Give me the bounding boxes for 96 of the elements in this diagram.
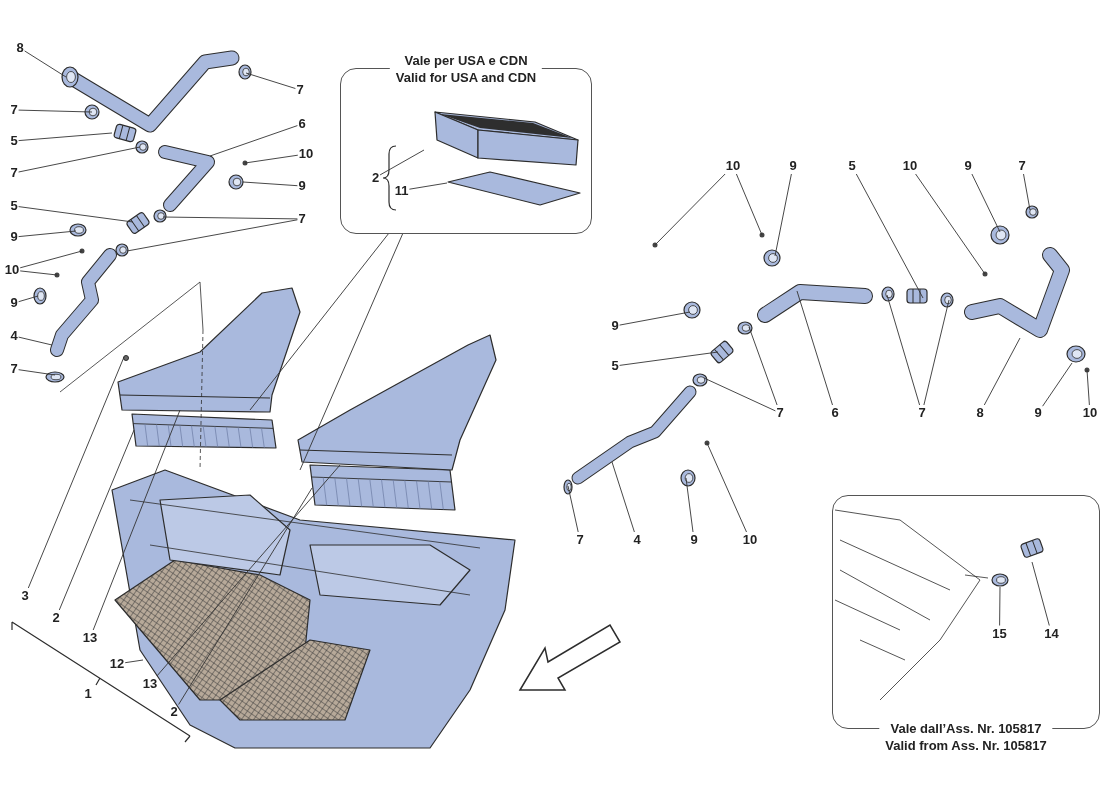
leader-line bbox=[178, 487, 313, 705]
leader-line bbox=[999, 586, 1001, 626]
leader-line bbox=[1086, 369, 1090, 406]
leader-line bbox=[156, 464, 341, 677]
callout-number: 13 bbox=[142, 677, 158, 691]
callout-number: 9 bbox=[1034, 406, 1042, 420]
callout-number: 2 bbox=[371, 170, 380, 185]
leader-line bbox=[162, 216, 298, 220]
leader-line bbox=[126, 219, 298, 252]
leader-line bbox=[18, 132, 113, 142]
leader-line bbox=[18, 369, 56, 376]
callout-number: 15 bbox=[992, 626, 1007, 641]
leader-line bbox=[1023, 173, 1031, 211]
leader-line bbox=[379, 149, 425, 176]
callout-number: 9 bbox=[10, 230, 18, 244]
leader-line bbox=[242, 181, 298, 187]
leader-line bbox=[735, 173, 763, 236]
leader-line bbox=[244, 154, 299, 164]
callout-number: 14 bbox=[1044, 626, 1059, 641]
leader-line bbox=[27, 356, 125, 589]
leader-line bbox=[706, 442, 747, 533]
leader-line bbox=[19, 270, 58, 276]
callout-number: 7 bbox=[10, 362, 18, 376]
callout-number: 7 bbox=[10, 103, 18, 117]
callout-number: 8 bbox=[16, 41, 24, 55]
callout-number: 11 bbox=[394, 183, 409, 198]
callout-number: 10 bbox=[902, 159, 918, 173]
leader-line bbox=[567, 485, 579, 533]
leader-line bbox=[18, 295, 39, 303]
leader-line bbox=[299, 232, 404, 471]
callout-number: 7 bbox=[576, 533, 584, 547]
leader-line bbox=[249, 232, 390, 411]
leader-line bbox=[1031, 561, 1050, 626]
callout-number: 9 bbox=[10, 296, 18, 310]
callout-number: 4 bbox=[10, 329, 18, 343]
callout-number: 4 bbox=[633, 533, 641, 547]
leader-line bbox=[18, 230, 77, 238]
leader-line bbox=[24, 50, 67, 78]
callout-number: 10 bbox=[4, 263, 20, 277]
leader-line bbox=[18, 146, 141, 173]
leader-line bbox=[619, 351, 719, 366]
callout-number: 9 bbox=[789, 159, 797, 173]
leader-line bbox=[855, 173, 924, 299]
leader-line bbox=[748, 326, 778, 406]
callout-number: 7 bbox=[296, 83, 304, 97]
leader-line bbox=[92, 409, 181, 631]
leader-line bbox=[886, 294, 921, 406]
air-filter bbox=[131, 413, 277, 449]
callout-number: 1 bbox=[84, 687, 92, 701]
callout-number: 10 bbox=[1082, 406, 1098, 420]
callout-number: 6 bbox=[831, 406, 839, 420]
leader-line bbox=[245, 72, 296, 89]
leader-line bbox=[915, 173, 986, 275]
callout-number: 7 bbox=[298, 212, 306, 226]
leader-line bbox=[703, 377, 776, 412]
leader-line bbox=[619, 311, 691, 326]
callout-number: 9 bbox=[964, 159, 972, 173]
callout-number: 9 bbox=[298, 179, 306, 193]
callout-number: 6 bbox=[298, 117, 306, 131]
leader-line bbox=[408, 182, 448, 190]
callout-number: 8 bbox=[976, 406, 984, 420]
callout-number: 5 bbox=[10, 134, 18, 148]
callout-number: 7 bbox=[918, 406, 926, 420]
leader-line bbox=[923, 299, 950, 406]
callout-number: 9 bbox=[611, 319, 619, 333]
air-filter bbox=[309, 464, 456, 511]
callout-number: 5 bbox=[10, 199, 18, 213]
leader-line bbox=[611, 461, 635, 533]
callout-number: 2 bbox=[170, 705, 178, 719]
leader-line bbox=[796, 290, 833, 406]
leader-line bbox=[18, 109, 93, 113]
callout-number: 10 bbox=[298, 147, 314, 161]
leader-line bbox=[124, 659, 144, 664]
callout-number: 12 bbox=[109, 657, 125, 671]
callout-number: 10 bbox=[725, 159, 741, 173]
leader-line bbox=[685, 477, 694, 533]
leader-line bbox=[58, 429, 135, 611]
callout-number: 2 bbox=[52, 611, 60, 625]
callout-number: 9 bbox=[690, 533, 698, 547]
leader-line bbox=[18, 336, 53, 346]
callout-number: 7 bbox=[776, 406, 784, 420]
leader-line bbox=[654, 173, 726, 246]
callout-number: 7 bbox=[1018, 159, 1026, 173]
callout-number: 13 bbox=[82, 631, 98, 645]
callout-number: 3 bbox=[21, 589, 29, 603]
leader-line bbox=[983, 337, 1021, 406]
leader-line bbox=[19, 250, 83, 269]
callout-number: 7 bbox=[10, 166, 18, 180]
leader-line bbox=[209, 125, 298, 157]
callout-number: 10 bbox=[742, 533, 758, 547]
leader-line bbox=[1042, 362, 1073, 407]
leader-line bbox=[18, 206, 134, 223]
callout-number: 5 bbox=[611, 359, 619, 373]
callout-number: 5 bbox=[848, 159, 856, 173]
leader-line bbox=[971, 173, 1001, 233]
leader-line bbox=[774, 173, 792, 257]
